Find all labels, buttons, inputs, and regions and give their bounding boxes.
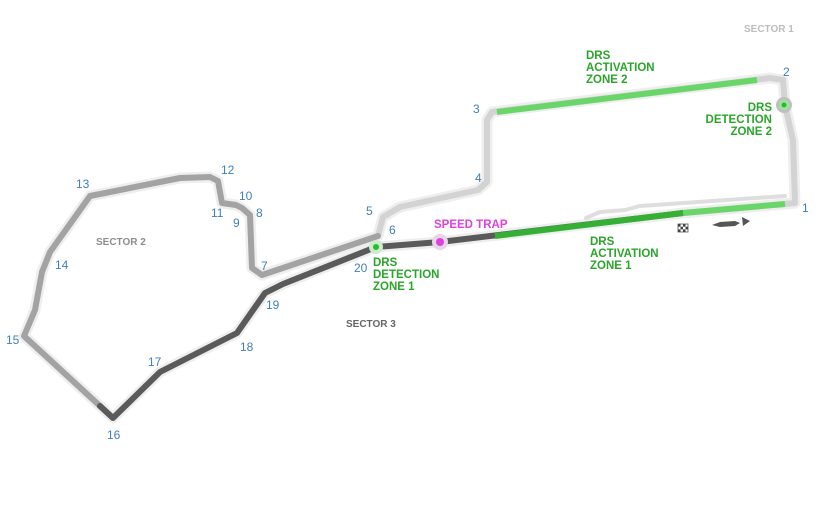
drs-detection-1-line: ZONE 1 bbox=[373, 281, 415, 293]
turn-4-label: 4 bbox=[475, 171, 482, 185]
sector-1-label: SECTOR 1 bbox=[744, 24, 794, 35]
sector-2-track bbox=[21, 174, 381, 409]
drs-activation-zone-1-label: DRS ACTIVATION ZONE 1 bbox=[590, 236, 659, 272]
turn-11-label: 11 bbox=[211, 206, 224, 220]
turn-16-label: 16 bbox=[107, 428, 121, 442]
drs-detection-1-marker bbox=[369, 240, 383, 254]
turn-17-label: 17 bbox=[148, 355, 162, 369]
sector-1-track bbox=[375, 75, 798, 239]
drs-detection-2-marker bbox=[776, 97, 792, 113]
drs-detection-1-line: DETECTION bbox=[373, 269, 440, 281]
turn-2-label: 2 bbox=[783, 65, 790, 79]
turn-18-label: 18 bbox=[240, 340, 254, 354]
drs-activation-zone-1-dark bbox=[494, 210, 684, 239]
turn-6-label: 6 bbox=[389, 223, 396, 237]
turn-13-label: 13 bbox=[76, 177, 90, 191]
drs-activation-zone-1-light bbox=[682, 201, 786, 216]
turn-20-label: 20 bbox=[354, 261, 368, 275]
turn-9-label: 9 bbox=[233, 216, 240, 230]
turn-5-label: 5 bbox=[366, 204, 373, 218]
speed-trap-label: SPEED TRAP bbox=[434, 219, 508, 231]
turn-8-label: 8 bbox=[256, 206, 263, 220]
sector-2-label: SECTOR 2 bbox=[96, 237, 146, 248]
turn-14-label: 14 bbox=[55, 258, 69, 272]
drs-activation-zone-2-label: DRS ACTIVATION ZONE 2 bbox=[586, 50, 655, 86]
turn-1-label: 1 bbox=[802, 201, 809, 215]
drs-detection-zone-1-label: DRS DETECTION ZONE 1 bbox=[373, 257, 439, 293]
turn-15-label: 15 bbox=[6, 333, 20, 347]
sector-3-track bbox=[97, 210, 686, 421]
sector-3-label: SECTOR 3 bbox=[346, 319, 396, 330]
turn-12-label: 12 bbox=[221, 163, 235, 177]
drs-activation-1-line: DRS bbox=[590, 236, 615, 248]
drs-activation-2-line: ACTIVATION bbox=[586, 62, 655, 74]
car-direction-icon bbox=[712, 217, 750, 227]
checkered-flag-icon bbox=[677, 223, 689, 233]
drs-detection-2-line: DRS bbox=[747, 102, 772, 114]
drs-detection-zone-2-label: DRS DETECTION ZONE 2 bbox=[706, 102, 772, 138]
drs-activation-2-line: ZONE 2 bbox=[586, 74, 628, 86]
drs-activation-1-line: ZONE 1 bbox=[590, 260, 632, 272]
turn-7-label: 7 bbox=[261, 259, 268, 273]
pit-lane bbox=[584, 194, 787, 220]
drs-detection-2-line: ZONE 2 bbox=[730, 126, 772, 138]
turn-10-label: 10 bbox=[239, 189, 253, 203]
turn-3-label: 3 bbox=[473, 102, 480, 116]
drs-activation-2-line: DRS bbox=[586, 50, 611, 62]
drs-activation-zone-2 bbox=[496, 77, 758, 115]
turn-19-label: 19 bbox=[266, 298, 280, 312]
drs-detection-2-line: DETECTION bbox=[705, 114, 772, 126]
drs-detection-1-line: DRS bbox=[373, 257, 398, 269]
drs-activation-1-line: ACTIVATION bbox=[590, 248, 659, 260]
speed-trap-marker bbox=[432, 234, 448, 250]
